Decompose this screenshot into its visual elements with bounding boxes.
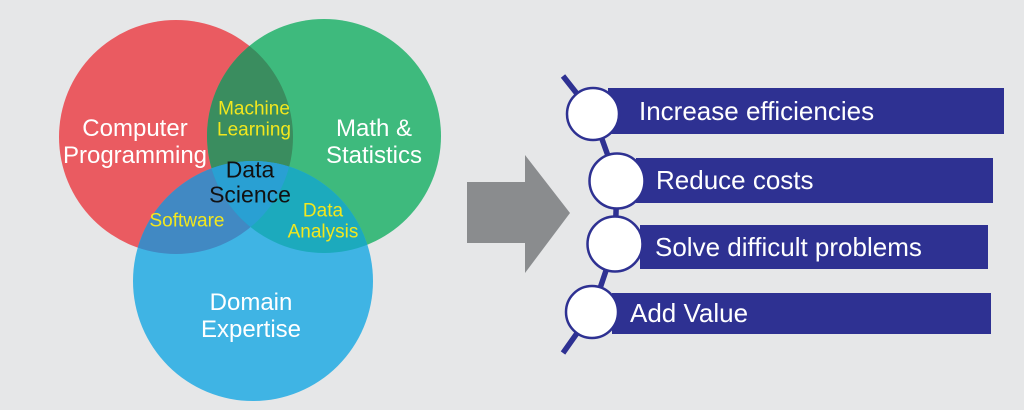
banner-add-value: Add Value — [612, 293, 991, 334]
label-computer-programming: Computer Programming — [62, 115, 208, 169]
label-math-statistics: Math & Statistics — [325, 115, 423, 169]
label-machine-learning: Machine Learning — [217, 98, 291, 141]
label-domain-expertise: Domain Expertise — [200, 289, 302, 343]
banner-label: Increase efficiencies — [639, 95, 875, 126]
banner-solve-difficult-problems: Solve difficult problems — [640, 225, 988, 269]
banner-label: Solve difficult problems — [655, 231, 922, 262]
node-circle-3 — [586, 215, 644, 273]
label-software: Software — [149, 210, 225, 232]
banner-label: Reduce costs — [656, 165, 814, 195]
banner-label: Add Value — [630, 298, 749, 328]
right-arrow-icon — [467, 155, 570, 273]
node-circle-4 — [564, 284, 620, 340]
banner-reduce-costs: Reduce costs — [636, 158, 993, 203]
label-data-science: Data Science — [209, 156, 291, 208]
banner-increase-efficiencies: Increase efficiencies — [608, 88, 1004, 134]
label-data-analysis: Data Analysis — [287, 200, 359, 243]
